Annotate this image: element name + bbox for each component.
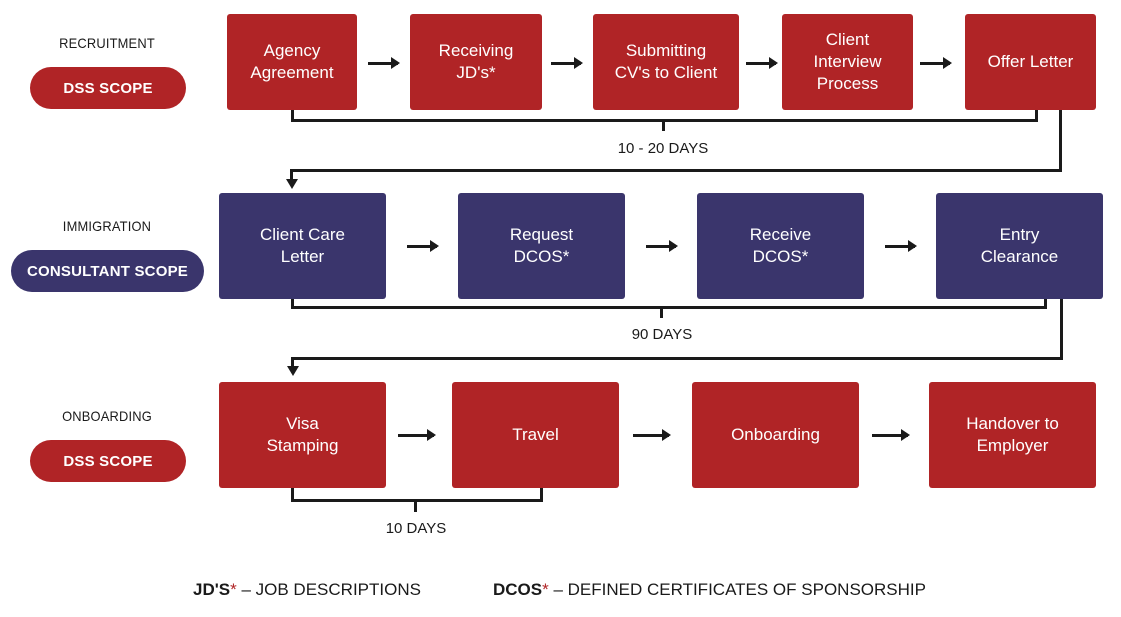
connector-line — [291, 357, 1063, 360]
section-label-recruitment: RECRUITMENT — [59, 35, 155, 51]
section-label-immigration: IMMIGRATION — [62, 218, 152, 234]
bracket-tick — [660, 306, 663, 318]
arrow-right-icon — [407, 240, 439, 252]
connector-line — [290, 169, 1062, 172]
legend-item-jds: JD'S* – JOB DESCRIPTIONS — [193, 580, 421, 600]
scope-badge-dss: DSS SCOPE — [30, 67, 186, 109]
arrow-down-icon — [285, 179, 298, 189]
arrow-right-icon — [398, 429, 436, 441]
duration-immigration: 90 DAYS — [631, 326, 693, 343]
arrow-right-icon — [646, 240, 678, 252]
bracket-line — [291, 110, 294, 122]
step-handover-to-employer: Handover to Employer — [929, 382, 1096, 488]
step-request-dcos: Request DCOS* — [458, 193, 625, 299]
bracket-line — [1044, 299, 1047, 309]
bracket-line — [291, 488, 294, 502]
step-travel: Travel — [452, 382, 619, 488]
bracket-line — [291, 306, 1047, 309]
arrow-right-icon — [368, 57, 400, 69]
arrow-right-icon — [920, 57, 952, 69]
legend-item-dcos: DCOS* – DEFINED CERTIFICATES OF SPONSORS… — [493, 580, 926, 600]
bracket-tick — [414, 499, 417, 512]
step-visa-stamping: Visa Stamping — [219, 382, 386, 488]
scope-badge-dss: DSS SCOPE — [30, 440, 186, 482]
step-agency-agreement: Agency Agreement — [227, 14, 357, 110]
step-receiving-jds: Receiving JD's* — [410, 14, 542, 110]
arrow-right-icon — [746, 57, 778, 69]
scope-badge-consultant: CONSULTANT SCOPE — [11, 250, 204, 292]
duration-onboarding: 10 DAYS — [385, 520, 447, 537]
connector-line — [291, 357, 294, 367]
bracket-line — [291, 499, 543, 502]
legend-term: DCOS — [493, 580, 543, 599]
step-entry-clearance: Entry Clearance — [936, 193, 1103, 299]
asterisk-marker: * — [542, 580, 549, 599]
step-client-interview: Client Interview Process — [782, 14, 913, 110]
arrow-right-icon — [633, 429, 671, 441]
duration-recruitment: 10 - 20 DAYS — [617, 140, 709, 157]
step-offer-letter: Offer Letter — [965, 14, 1096, 110]
arrow-down-icon — [286, 366, 299, 376]
asterisk-marker: * — [230, 580, 237, 599]
arrow-right-icon — [551, 57, 583, 69]
step-onboarding: Onboarding — [692, 382, 859, 488]
connector-line — [1060, 299, 1063, 360]
section-label-onboarding: ONBOARDING — [62, 408, 152, 424]
legend-term: JD'S — [193, 580, 231, 599]
connector-line — [290, 169, 293, 181]
arrow-right-icon — [885, 240, 917, 252]
step-client-care-letter: Client Care Letter — [219, 193, 386, 299]
connector-line — [1059, 110, 1062, 172]
bracket-tick — [662, 119, 665, 131]
bracket-line — [1035, 110, 1038, 122]
bracket-line — [540, 488, 543, 502]
step-receive-dcos: Receive DCOS* — [697, 193, 864, 299]
bracket-line — [291, 299, 294, 309]
legend-definition: – DEFINED CERTIFICATES OF SPONSORSHIP — [548, 580, 926, 599]
step-submitting-cvs: Submitting CV's to Client — [593, 14, 739, 110]
arrow-right-icon — [872, 429, 910, 441]
legend-definition: – JOB DESCRIPTIONS — [236, 580, 421, 599]
